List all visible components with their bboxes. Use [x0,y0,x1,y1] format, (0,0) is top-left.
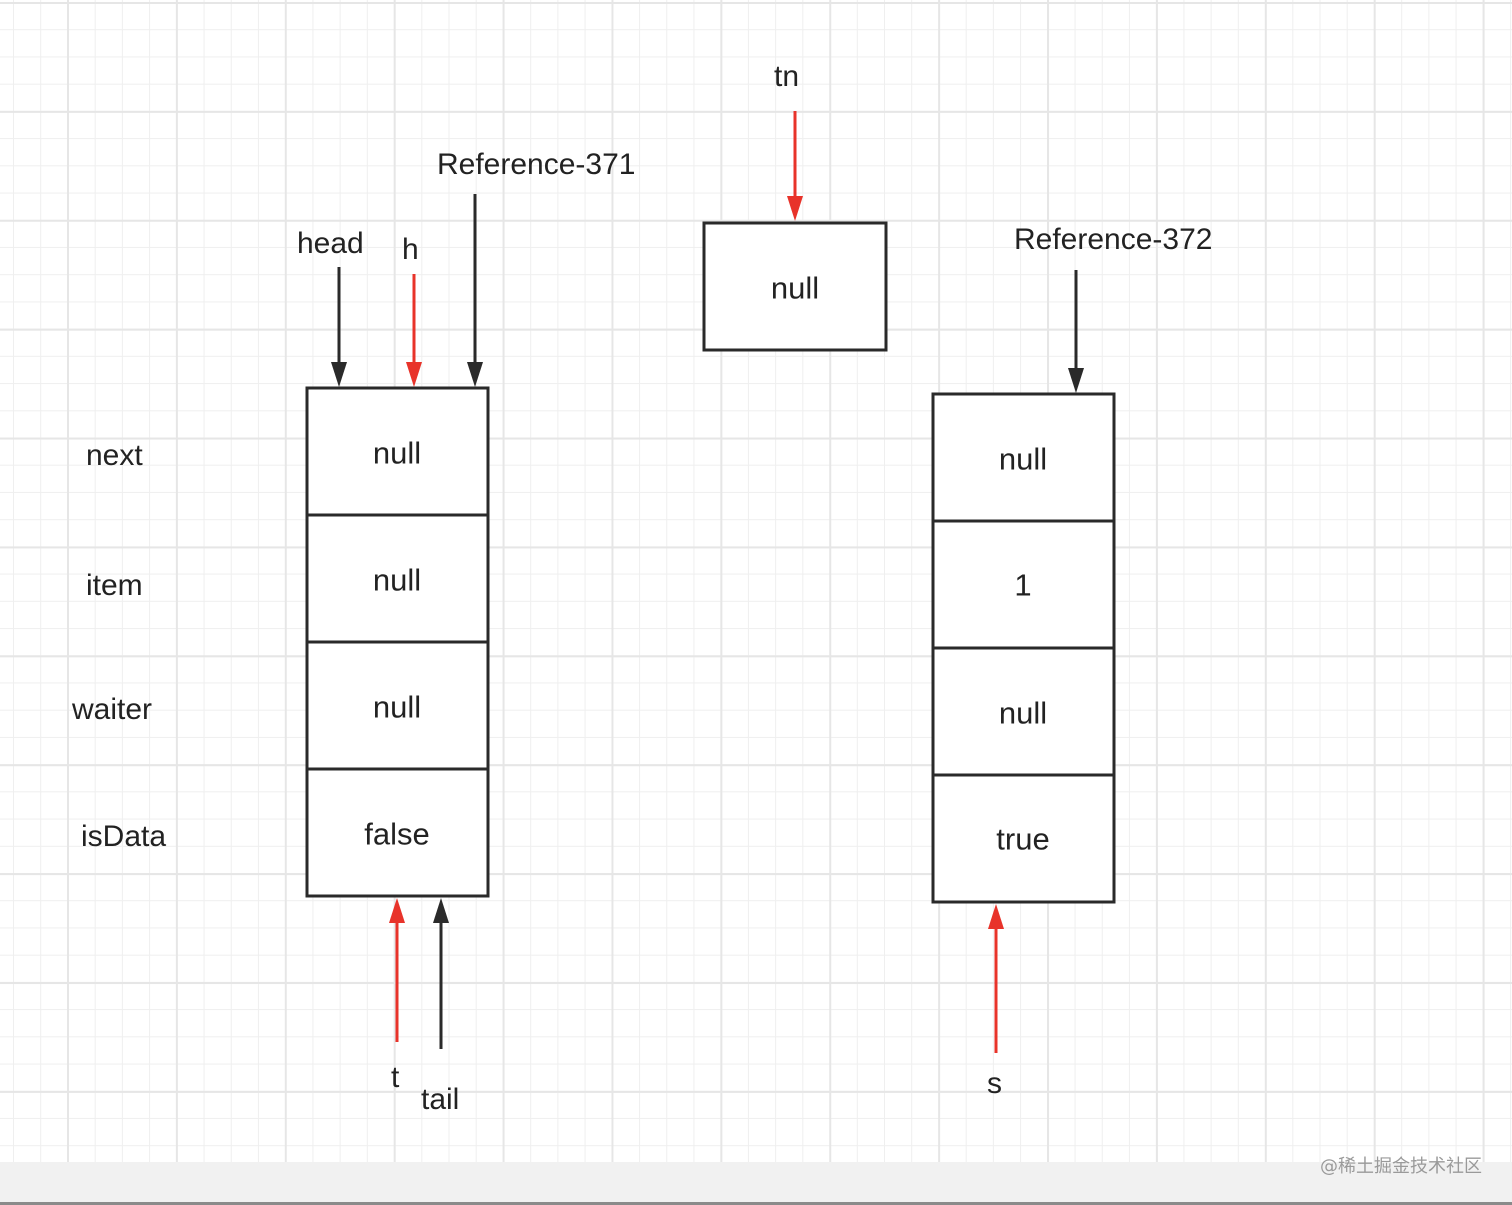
pointer-t-arrowhead-icon [389,898,405,923]
pointer-reference-372-arrowhead-icon [1068,368,1084,393]
pointer-tn: tn [774,60,803,221]
footer-divider [0,1202,1512,1205]
pointer-s-arrowhead-icon [988,904,1004,929]
node-371-waiter-value: null [373,690,421,725]
linked-queue-diagram: next item waiter isData null null null f… [71,60,1212,1116]
pointer-h: h [402,233,422,387]
pointer-t-label: t [391,1061,400,1094]
node-372-item-cell[interactable] [931,519,1116,650]
pointer-reference-372-label: Reference-372 [1014,223,1212,256]
field-labels: next item waiter isData [71,439,166,853]
pointer-s: s [987,904,1004,1100]
pointer-head-arrowhead-icon [331,362,347,387]
pointer-tn-arrowhead-icon [787,196,803,221]
pointer-h-arrowhead-icon [406,362,422,387]
pointer-reference-372: Reference-372 [1014,223,1212,393]
node-372-next-cell[interactable] [931,392,1116,523]
node-372[interactable]: null 1 null true [931,392,1116,904]
pointer-s-label: s [987,1067,1002,1100]
grid-canvas [0,0,1512,1162]
node-372-item-value: 1 [1014,568,1031,603]
pointer-tail-label: tail [421,1083,459,1116]
node-371-item-cell[interactable] [305,513,490,644]
footer-bar [0,1162,1512,1202]
field-label-item: item [86,569,143,602]
field-label-isdata: isData [81,820,166,853]
field-label-next: next [86,439,143,472]
node-371-waiter-cell[interactable] [305,640,490,771]
node-372-waiter-value: null [999,696,1047,731]
pointer-head: head [297,227,364,387]
watermark: @稀土掘金技术社区 [1320,1156,1482,1177]
node-371-next-value: null [373,436,421,471]
node-371-item-value: null [373,563,421,598]
pointer-tail-arrowhead-icon [433,898,449,923]
node-tn-value: null [771,271,819,306]
node-372-isdata-cell[interactable] [931,773,1116,904]
pointer-h-label: h [402,233,419,266]
pointer-reference-371-label: Reference-371 [437,148,635,181]
pointer-tail: tail [421,898,459,1116]
field-label-waiter: waiter [71,693,152,726]
node-371[interactable]: null null null false [305,386,490,898]
pointer-reference-371-arrowhead-icon [467,362,483,387]
node-tn-cell[interactable] [702,221,888,352]
pointer-t: t [389,898,405,1094]
node-371-isdata-cell[interactable] [305,767,490,898]
node-371-isdata-value: false [364,817,429,852]
pointer-head-label: head [297,227,364,260]
node-372-isdata-value: true [996,822,1049,857]
node-372-next-value: null [999,442,1047,477]
node-tn[interactable]: null [702,221,888,352]
pointer-tn-label: tn [774,60,799,93]
pointer-reference-371: Reference-371 [437,148,635,387]
node-372-waiter-cell[interactable] [931,646,1116,777]
